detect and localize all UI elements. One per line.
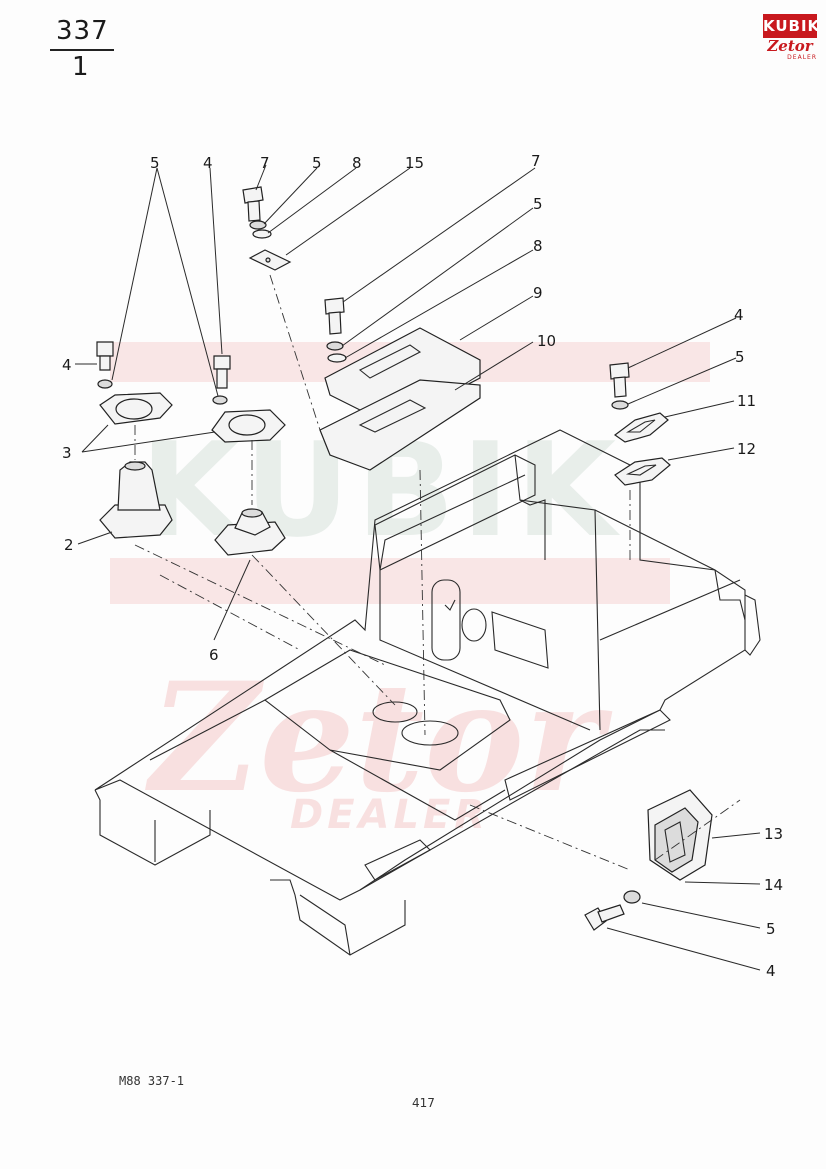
logo-dealer-text: DEALER [787,54,817,61]
callout-5: 5 [312,154,322,172]
floor-rail [504,709,671,801]
callout-3: 3 [62,444,72,462]
floor-edge-left [149,699,266,761]
drawing-code: M88 337-1 [119,1074,185,1088]
callout-2: 2 [64,536,74,554]
part-bolt-7-top [242,186,272,239]
callout-10: 10 [537,332,556,350]
washer-5-bottom [623,890,641,904]
callout-4: 4 [766,962,776,980]
header-fraction-line [50,49,114,51]
callout-labels: 5 4 7 5 8 15 7 5 8 9 10 4 5 11 12 4 3 2 … [62,152,783,980]
rear-opening-round [461,608,487,642]
part-plate-15 [248,249,292,271]
part-pedal-cover-13-14 [647,789,713,881]
front-beam-slot [364,839,431,881]
callout-4: 4 [62,356,72,374]
callout-8: 8 [352,154,362,172]
front-foot-edge [299,894,351,956]
dealer-logo: KUBIK Zetor DEALER [763,14,819,62]
part-boot-2 [99,461,173,539]
part-bolt-4-left [96,341,114,389]
callout-11: 11 [737,392,756,410]
right-bracket [744,594,761,656]
washer-5-right [611,400,629,410]
side-wall-notch [519,499,546,560]
part-bolt-4-right [609,362,630,410]
callout-5: 5 [150,154,160,172]
part-bracket-9 [324,327,481,426]
callout-4: 4 [203,154,213,172]
floor-edge-front [329,749,506,821]
callout-9: 9 [533,284,543,302]
side-wall [514,454,601,731]
callout-12: 12 [737,440,756,458]
washer-5-top [249,220,267,230]
part-flange-3-right [211,409,286,443]
floor-hole-2 [401,720,459,746]
rear-opening-slot [431,579,461,661]
rear-opening-rect [491,611,549,669]
left-foot [94,789,211,866]
group-number: 337 [56,16,109,46]
part-bolt-4-middle [212,355,231,405]
front-beam [359,729,665,891]
callout-5: 5 [533,195,543,213]
page-number: 417 [412,1096,435,1110]
rear-arrow [444,599,456,611]
washer-5-middle-top [326,341,344,351]
rear-panel [374,454,536,571]
callout-7: 7 [531,152,541,170]
washer-8-top [252,229,272,239]
callout-13: 13 [764,825,783,843]
callout-14: 14 [764,876,783,894]
front-foot [270,879,406,956]
right-wall-mid [599,579,741,641]
part-grommet-11 [613,412,669,443]
cab-base-frame [94,429,761,956]
callout-8: 8 [533,237,543,255]
sheet-number: 1 [72,52,90,82]
washer-8-middle [327,353,347,363]
logo-zetor-text: Zetor [767,37,813,55]
part-flange-3-left [99,392,173,425]
callout-4: 4 [734,306,744,324]
rear-panel-edge [379,570,591,731]
logo-kubik-text: KUBIK [763,14,819,38]
right-wall-top [594,509,746,621]
part-grommet-12 [614,457,671,486]
assembly-lines [134,274,741,871]
watermark-dealer: DEALER [290,792,489,838]
callout-5: 5 [735,348,745,366]
callout-5: 5 [766,920,776,938]
back-ledge [379,474,526,571]
callout-7: 7 [260,154,270,172]
part-bolt-7-middle [324,297,347,363]
watermark-zetor: Zetor [145,650,613,826]
callout-15: 15 [405,154,424,172]
part-bolt-4-bottom [584,890,641,931]
callout-6: 6 [209,646,219,664]
part-bracket-10 [319,379,481,471]
floor-hole-1 [372,701,418,723]
part-mount-6 [214,508,286,556]
leader-lines [75,164,761,971]
washer-5-left [97,379,113,389]
washer-5-middle [212,395,228,405]
